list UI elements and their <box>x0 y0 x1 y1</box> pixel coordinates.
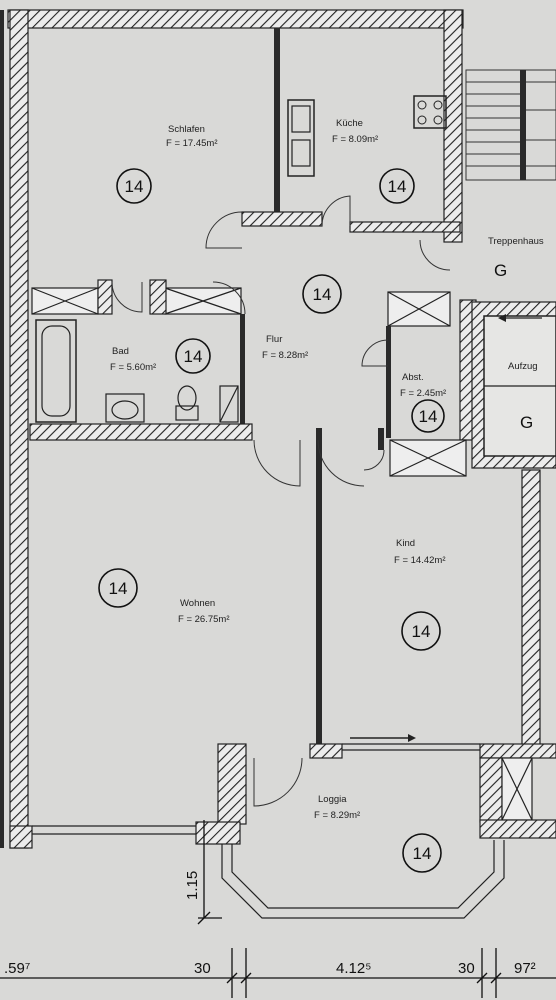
room-flur: 14 Flur F = 8.28m² <box>262 274 342 361</box>
dimension-97: 97² <box>514 960 536 977</box>
room-circle-number: 14 <box>388 177 407 196</box>
dimension-left: .59⁷ <box>4 960 30 977</box>
walls <box>0 9 556 919</box>
fixtures <box>35 95 542 742</box>
room-circle-marker <box>116 168 152 204</box>
room-letter: G <box>494 261 507 280</box>
room-name: Treppenhaus <box>488 236 544 247</box>
room-area: F = 2.45m² <box>400 388 446 399</box>
room-letter: G <box>520 413 533 432</box>
room-name: Kind <box>396 538 415 549</box>
room-name: Wohnen <box>180 598 215 609</box>
room-circle-number: 14 <box>412 622 431 641</box>
doors <box>111 195 451 807</box>
room-circle-marker <box>401 611 441 651</box>
room-circle-number: 14 <box>419 407 438 426</box>
room-circle-number: 14 <box>125 177 144 196</box>
room-area: F = 5.60m² <box>110 362 156 373</box>
room-name: Bad <box>112 346 129 357</box>
room-schlafen: Schlafen F = 17.45m² 14 <box>116 124 217 204</box>
room-abst: Abst. F = 2.45m² 14 <box>400 372 446 433</box>
staircase <box>465 69 556 181</box>
room-name: Küche <box>336 118 363 129</box>
dimension-4-12: 4.12⁵ <box>336 960 371 977</box>
dimension-30-left: 30 <box>194 960 211 977</box>
room-name: Abst. <box>402 372 424 383</box>
dimension-lines: .59⁷ 30 4.12⁵ 30 97² 1.15 <box>0 820 556 998</box>
room-wohnen: 14 Wohnen F = 26.75m² <box>98 568 229 625</box>
room-circle-number: 14 <box>313 285 332 304</box>
room-circle-number: 14 <box>109 579 128 598</box>
room-treppenhaus: Treppenhaus G <box>488 236 544 280</box>
dimension-30-right: 30 <box>458 960 475 977</box>
room-aufzug: Aufzug G <box>508 361 538 432</box>
room-circle-marker <box>402 833 442 873</box>
room-area: F = 17.45m² <box>166 138 217 149</box>
room-bad: Bad F = 5.60m² 14 <box>110 338 211 374</box>
room-name: Flur <box>266 334 282 345</box>
room-loggia: Loggia F = 8.29m² 14 <box>314 794 442 873</box>
room-area: F = 8.28m² <box>262 350 308 361</box>
room-area: F = 8.29m² <box>314 810 360 821</box>
room-circle-marker <box>175 338 211 374</box>
room-circle-marker <box>98 568 138 608</box>
dimension-1-15: 1.15 <box>184 871 201 900</box>
room-area: F = 8.09m² <box>332 134 378 145</box>
room-circle-number: 14 <box>184 347 203 366</box>
room-circle-marker <box>302 274 342 314</box>
room-kueche: Küche F = 8.09m² 14 <box>332 118 415 204</box>
room-name: Schlafen <box>168 124 205 135</box>
room-circle-marker <box>379 168 415 204</box>
room-name: Aufzug <box>508 361 538 372</box>
room-circle-marker <box>411 399 445 433</box>
room-name: Loggia <box>318 794 347 805</box>
room-circle-number: 14 <box>413 844 432 863</box>
room-area: F = 14.42m² <box>394 555 445 566</box>
room-area: F = 26.75m² <box>178 614 229 625</box>
room-kind: Kind F = 14.42m² 14 <box>394 538 445 651</box>
